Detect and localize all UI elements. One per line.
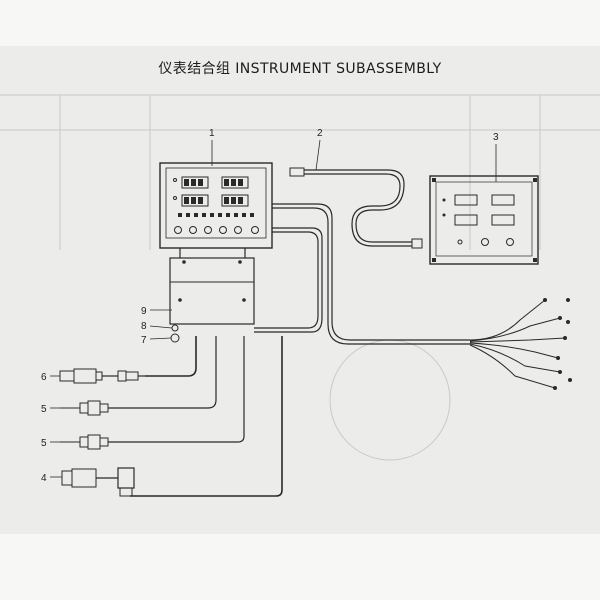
callout-5-upper: 5 <box>41 404 47 415</box>
main-instrument-panel <box>159 162 273 249</box>
callout-9: 9 <box>141 306 147 317</box>
callout-5-lower: 5 <box>41 438 47 449</box>
callout-8: 8 <box>141 321 147 332</box>
callout-2: 2 <box>317 128 323 139</box>
bolt-and-washer <box>170 324 180 343</box>
leader-lines <box>50 139 497 478</box>
sensor-wires <box>108 336 283 497</box>
page-title: 仪表结合组 INSTRUMENT SUBASSEMBLY <box>158 61 442 77</box>
wire-fan-out <box>469 298 572 390</box>
sensor-cable <box>289 167 423 249</box>
scanned-sheet <box>0 46 600 534</box>
callout-6: 6 <box>41 372 47 383</box>
callout-4: 4 <box>41 473 47 484</box>
mounting-bracket <box>169 248 255 325</box>
sensor-5-upper <box>60 400 109 416</box>
callout-1: 1 <box>209 128 215 139</box>
callout-7: 7 <box>141 335 147 346</box>
background-ghost-table <box>0 94 600 461</box>
callout-3: 3 <box>493 132 499 143</box>
sensor-5-lower <box>60 434 109 450</box>
main-wiring-harness <box>254 203 470 345</box>
sensor-6 <box>59 368 145 384</box>
sensor-4 <box>61 467 135 497</box>
callout-labels: 1 2 3 9 8 7 6 5 5 4 <box>41 128 499 484</box>
secondary-instrument-panel <box>429 175 539 265</box>
